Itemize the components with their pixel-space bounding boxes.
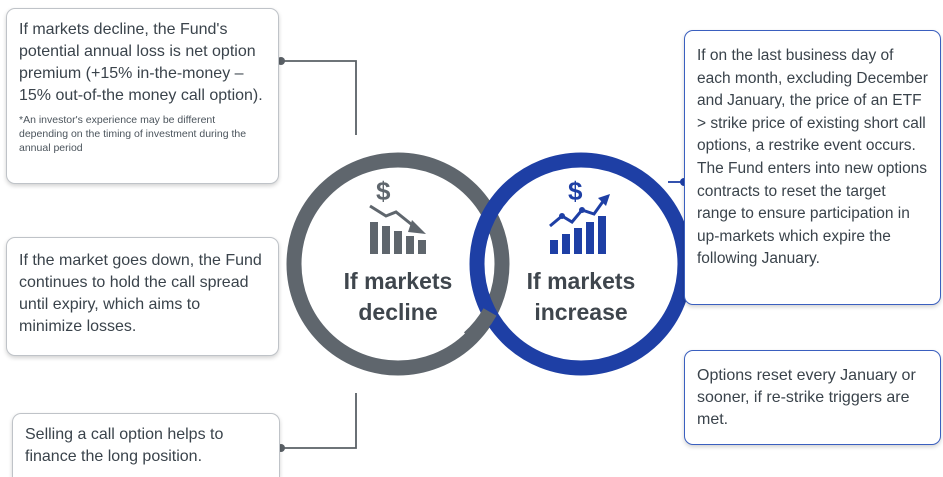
restrike-box: If on the last business day of each mont… <box>684 30 941 305</box>
connector-selling <box>281 393 357 449</box>
svg-text:$: $ <box>376 176 391 206</box>
restrike-text: If on the last business day of each mont… <box>697 47 928 268</box>
svg-text:$: $ <box>568 176 583 206</box>
increase-label: If markets increase <box>511 266 651 328</box>
decline-label: If markets decline <box>328 266 468 328</box>
reset-box: Options reset every January or sooner, i… <box>684 350 941 445</box>
increase-label-line1: If markets <box>526 268 636 294</box>
connector-loss <box>281 60 357 135</box>
dollar-bars-up-icon: $ <box>549 176 610 254</box>
hold-text: If the market goes down, the Fund contin… <box>19 252 262 335</box>
decline-label-line2: decline <box>358 299 438 325</box>
reset-text: Options reset every January or sooner, i… <box>697 367 916 428</box>
loss-box: If markets decline, the Fund's potential… <box>6 8 279 184</box>
connector-dot-loss <box>277 57 285 65</box>
selling-text: Selling a call option helps to finance t… <box>25 426 224 465</box>
loss-note: *An investor's experience may be differe… <box>19 114 247 154</box>
hold-box: If the market goes down, the Fund contin… <box>6 237 279 356</box>
selling-box: Selling a call option helps to finance t… <box>12 413 280 477</box>
decline-label-line1: If markets <box>343 268 453 294</box>
increase-label-line2: increase <box>534 299 628 325</box>
dollar-bars-down-icon: $ <box>369 176 426 254</box>
loss-text: If markets decline, the Fund's potential… <box>19 21 263 104</box>
decline-ring <box>286 152 510 376</box>
decline-ring-overlap <box>463 308 497 344</box>
